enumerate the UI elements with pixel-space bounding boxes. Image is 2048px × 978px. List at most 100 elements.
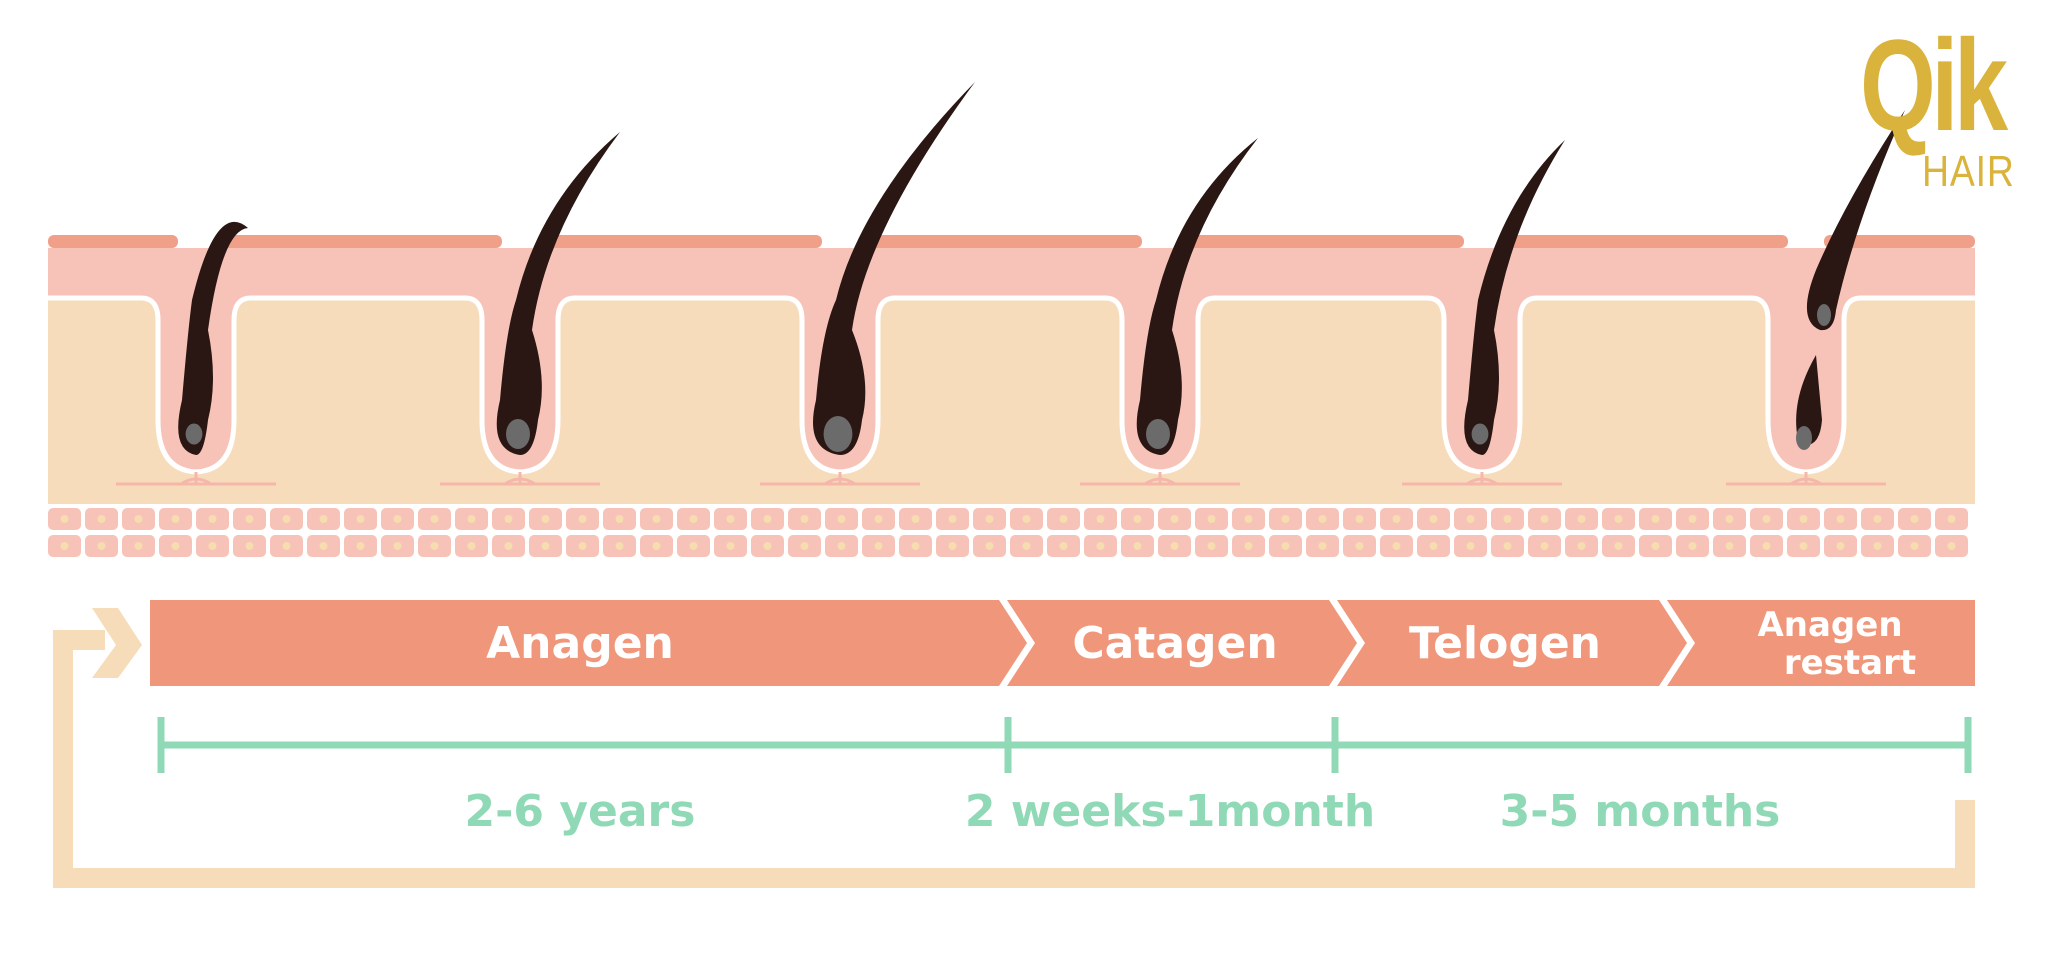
cell-nucleus bbox=[1910, 515, 1919, 523]
cell-nucleus bbox=[1762, 515, 1771, 523]
cell-nucleus bbox=[1836, 542, 1845, 550]
cell-nucleus bbox=[208, 542, 217, 550]
cell-nucleus bbox=[948, 542, 957, 550]
cell-nucleus bbox=[1799, 515, 1808, 523]
cell-nucleus bbox=[874, 542, 883, 550]
cell-nucleus bbox=[1725, 515, 1734, 523]
cell-nucleus bbox=[282, 542, 291, 550]
cell-nucleus bbox=[652, 515, 661, 523]
qik-hair-logo: Qik HAIR bbox=[1860, 20, 2040, 220]
cell-nucleus bbox=[319, 515, 328, 523]
follicle-root-mark bbox=[504, 472, 536, 486]
skin-surface-segment bbox=[1500, 235, 1788, 248]
cell-nucleus bbox=[763, 515, 772, 523]
follicle-root-mark bbox=[1790, 472, 1822, 486]
cell-nucleus bbox=[615, 542, 624, 550]
hair-strand bbox=[496, 132, 620, 455]
hair-strand bbox=[178, 221, 248, 455]
cell-nucleus bbox=[97, 542, 106, 550]
cell-nucleus bbox=[356, 515, 365, 523]
skin-surface-segment bbox=[48, 235, 178, 248]
cell-nucleus bbox=[1096, 515, 1105, 523]
cell-nucleus bbox=[504, 515, 513, 523]
cell-nucleus bbox=[171, 542, 180, 550]
cell-nucleus bbox=[652, 542, 661, 550]
hair-papilla bbox=[506, 419, 530, 449]
cell-nucleus bbox=[97, 515, 106, 523]
cell-nucleus bbox=[356, 542, 365, 550]
cell-nucleus bbox=[1577, 542, 1586, 550]
phase-label-catagen: Catagen bbox=[1072, 618, 1278, 669]
cell-nucleus bbox=[171, 515, 180, 523]
cell-nucleus bbox=[245, 515, 254, 523]
cell-nucleus bbox=[393, 515, 402, 523]
cell-nucleus bbox=[1022, 515, 1031, 523]
cell-nucleus bbox=[245, 542, 254, 550]
new-hair bbox=[1796, 355, 1822, 445]
cell-nucleus bbox=[541, 515, 550, 523]
cell-nucleus bbox=[467, 515, 476, 523]
cell-nucleus bbox=[1725, 542, 1734, 550]
cell-nucleus bbox=[430, 515, 439, 523]
club-hair-bulb bbox=[1817, 304, 1831, 326]
cell-nucleus bbox=[837, 542, 846, 550]
cell-nucleus bbox=[1355, 515, 1364, 523]
cell-nucleus bbox=[1355, 542, 1364, 550]
duration-catagen: 2 weeks-1month bbox=[964, 786, 1376, 837]
cell-nucleus bbox=[1133, 542, 1142, 550]
cell-nucleus bbox=[578, 515, 587, 523]
cell-nucleus bbox=[1836, 515, 1845, 523]
cell-nucleus bbox=[800, 542, 809, 550]
cell-nucleus bbox=[1910, 542, 1919, 550]
duration-telogen: 3-5 months bbox=[1499, 786, 1781, 837]
cell-nucleus bbox=[1392, 542, 1401, 550]
cell-nucleus bbox=[1503, 515, 1512, 523]
cell-nucleus bbox=[1873, 515, 1882, 523]
cell-nucleus bbox=[208, 515, 217, 523]
cell-nucleus bbox=[1947, 542, 1956, 550]
cell-nucleus bbox=[1318, 515, 1327, 523]
follicle-root-mark bbox=[824, 472, 856, 486]
cell-nucleus bbox=[1947, 515, 1956, 523]
hair-strand bbox=[1464, 140, 1565, 455]
hair-papilla bbox=[1471, 423, 1489, 445]
cell-nucleus bbox=[60, 515, 69, 523]
cell-nucleus bbox=[1799, 542, 1808, 550]
cell-nucleus bbox=[1170, 515, 1179, 523]
follicle-root-mark bbox=[1144, 472, 1176, 486]
cell-nucleus bbox=[1059, 515, 1068, 523]
phase-label-telogen: Telogen bbox=[1409, 618, 1601, 669]
cell-nucleus bbox=[1318, 542, 1327, 550]
phase-label-anagen-restart: Anagen restart bbox=[1680, 606, 1980, 682]
cell-nucleus bbox=[1466, 542, 1475, 550]
phase-segment-catagen bbox=[1007, 600, 1357, 686]
cell-nucleus bbox=[1688, 542, 1697, 550]
cell-nucleus bbox=[1688, 515, 1697, 523]
cell-nucleus bbox=[1244, 542, 1253, 550]
cycle-arrow-head bbox=[92, 608, 142, 678]
cell-nucleus bbox=[60, 542, 69, 550]
cell-nucleus bbox=[282, 515, 291, 523]
phase-segment-anagen-restart bbox=[1667, 600, 1975, 686]
cell-nucleus bbox=[578, 542, 587, 550]
follicle-root-mark bbox=[1466, 472, 1498, 486]
phase-label-anagen: Anagen bbox=[486, 618, 674, 669]
skin-surface-segment bbox=[1824, 235, 1975, 248]
cell-nucleus bbox=[467, 542, 476, 550]
cell-nucleus bbox=[1170, 542, 1179, 550]
phase-segment-telogen bbox=[1337, 600, 1687, 686]
skin-surface-segment bbox=[538, 235, 822, 248]
hair-papilla bbox=[823, 416, 853, 452]
anagen-restart-line2: restart bbox=[1783, 643, 1917, 683]
cell-nucleus bbox=[1207, 542, 1216, 550]
cell-nucleus bbox=[800, 515, 809, 523]
logo-sub: HAIR bbox=[1922, 147, 2015, 196]
cell-nucleus bbox=[726, 515, 735, 523]
shedding-hair bbox=[1806, 110, 1905, 331]
cell-nucleus bbox=[615, 515, 624, 523]
hair-strand bbox=[813, 82, 975, 455]
cell-nucleus bbox=[1540, 515, 1549, 523]
cell-nucleus bbox=[911, 515, 920, 523]
skin-surface-segment bbox=[214, 235, 502, 248]
cell-nucleus bbox=[1244, 515, 1253, 523]
